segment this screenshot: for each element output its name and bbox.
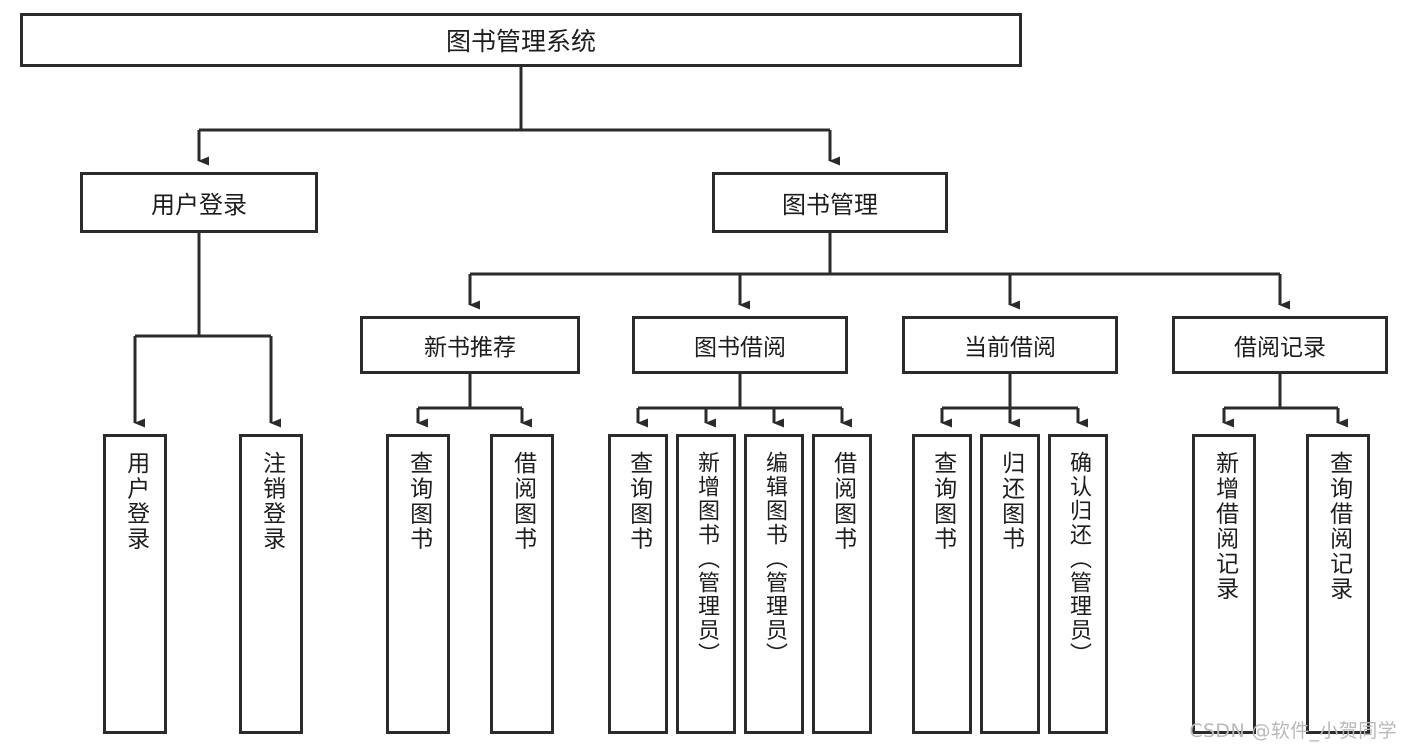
node-book-management[interactable]: 图书管理 xyxy=(712,172,948,233)
node-label: 图书管理 xyxy=(782,191,878,219)
node-label: 新书推荐 xyxy=(424,335,516,361)
node-label: 注销登录 xyxy=(258,451,285,552)
node-label: 查询图书 xyxy=(405,451,432,552)
node-label: 新增图书（管理员） xyxy=(693,451,719,667)
leaf-borrow-books-recommend[interactable]: 借阅图书 xyxy=(490,434,554,734)
leaf-user-login[interactable]: 用户登录 xyxy=(103,434,167,734)
node-book-borrow[interactable]: 图书借阅 xyxy=(632,316,848,374)
leaf-add-borrow-record[interactable]: 新增借阅记录 xyxy=(1192,434,1256,734)
node-label: 图书管理系统 xyxy=(445,27,596,56)
node-label: 图书借阅 xyxy=(694,335,786,361)
watermark-text: CSDN @软件_小贺同学 xyxy=(1189,720,1397,742)
leaf-return-books[interactable]: 归还图书 xyxy=(980,434,1040,734)
node-new-book-recommend[interactable]: 新书推荐 xyxy=(360,316,580,374)
leaf-logout[interactable]: 注销登录 xyxy=(239,434,303,734)
node-label: 用户登录 xyxy=(122,451,149,552)
node-label: 用户登录 xyxy=(151,191,247,219)
node-borrow-records[interactable]: 借阅记录 xyxy=(1172,316,1388,374)
node-label: 当前借阅 xyxy=(964,335,1056,361)
node-current-borrow[interactable]: 当前借阅 xyxy=(902,316,1118,374)
node-label: 查询图书 xyxy=(625,451,652,552)
leaf-edit-book-admin[interactable]: 编辑图书（管理员） xyxy=(744,434,804,734)
node-label: 借阅图书 xyxy=(509,451,536,552)
leaf-query-books-recommend[interactable]: 查询图书 xyxy=(386,434,450,734)
node-label: 借阅图书 xyxy=(829,451,856,552)
node-root-library-system[interactable]: 图书管理系统 xyxy=(20,13,1022,67)
node-label: 确认归还（管理员） xyxy=(1065,451,1091,667)
leaf-borrow-books-borrow[interactable]: 借阅图书 xyxy=(812,434,872,734)
node-label: 查询借阅记录 xyxy=(1325,451,1352,602)
leaf-query-books-borrow[interactable]: 查询图书 xyxy=(608,434,668,734)
leaf-confirm-return-admin[interactable]: 确认归还（管理员） xyxy=(1048,434,1108,734)
node-label: 归还图书 xyxy=(997,451,1024,552)
node-user-login[interactable]: 用户登录 xyxy=(80,172,318,233)
node-label: 查询图书 xyxy=(929,451,956,552)
node-label: 借阅记录 xyxy=(1234,335,1326,361)
node-label: 编辑图书（管理员） xyxy=(761,451,787,667)
node-label: 新增借阅记录 xyxy=(1211,451,1238,602)
leaf-query-borrow-record[interactable]: 查询借阅记录 xyxy=(1306,434,1370,734)
leaf-query-books-current[interactable]: 查询图书 xyxy=(912,434,972,734)
leaf-add-book-admin[interactable]: 新增图书（管理员） xyxy=(676,434,736,734)
